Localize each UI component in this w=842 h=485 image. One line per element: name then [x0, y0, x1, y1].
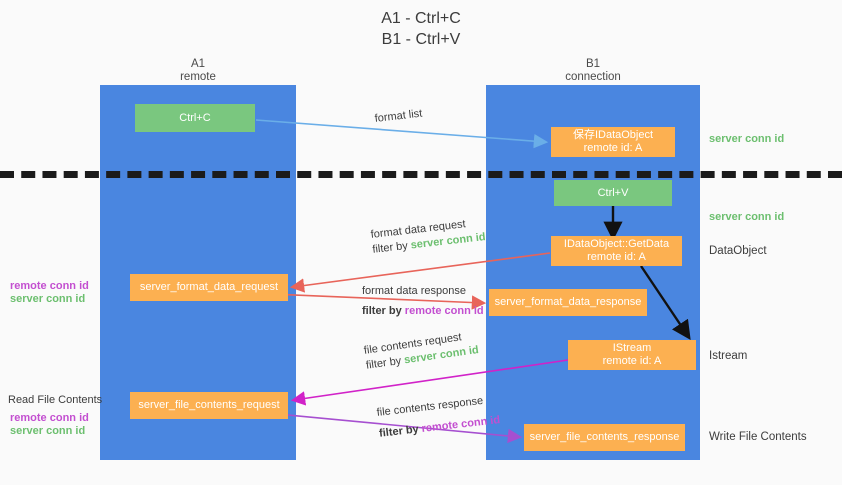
node-idataobject-getdata[interactable]: IDataObject::GetData remote id: A	[551, 236, 682, 266]
column-b1-sub: connection	[565, 71, 621, 83]
title-line-2: B1 - Ctrl+V	[381, 31, 461, 48]
node-istream-sub: remote id: A	[602, 355, 662, 367]
phase-divider	[0, 171, 842, 178]
node-istream[interactable]: IStream remote id: A	[568, 340, 696, 370]
node-server-format-data-response-label: server_format_data_response	[494, 296, 642, 308]
annotation-format-list: format list	[374, 107, 423, 127]
annotation-file-contents-response: file contents response filter by remote …	[376, 392, 501, 442]
column-header-a1: A1 remote	[140, 58, 256, 84]
annotation-format-data-response-line1: format data response	[362, 285, 466, 297]
node-server-file-contents-request[interactable]: server_file_contents_request	[130, 392, 288, 419]
node-save-idataobject-label: 保存IDataObject	[572, 129, 654, 141]
annotation-format-data-response-prefix: filter by	[362, 305, 405, 317]
label-server-conn-id-top: server conn id	[709, 133, 785, 145]
annotation-file-contents-response-prefix: filter by	[378, 423, 423, 440]
label-server-conn-id-mid: server conn id	[709, 211, 785, 223]
annotation-format-data-response-conn: remote conn id	[404, 305, 484, 317]
column-a1-sub: remote	[180, 71, 216, 83]
node-ctrl-v-label: Ctrl+V	[597, 186, 629, 199]
node-server-file-contents-response-label: server_file_contents_response	[529, 431, 680, 443]
node-save-idataobject-sub: remote id: A	[583, 142, 643, 154]
node-server-file-contents-response[interactable]: server_file_contents_response	[524, 424, 685, 451]
annotation-format-data-response-line2: filter by remote conn id	[362, 304, 484, 319]
node-idataobject-getdata-sub: remote id: A	[587, 251, 646, 263]
label-istream: Istream	[709, 350, 748, 362]
label-dataobject: DataObject	[709, 245, 767, 257]
annotation-file-contents-request: file contents request filter by server c…	[363, 328, 480, 374]
node-idataobject-getdata-label: IDataObject::GetData	[563, 238, 670, 250]
annotation-format-data-request-prefix: filter by	[371, 239, 412, 256]
label-write-file-contents: Write File Contents	[709, 431, 807, 443]
column-b1-name: B1	[585, 58, 601, 70]
annotation-format-data-response: format data response filter by remote co…	[362, 284, 484, 319]
node-server-format-data-request-label: server_format_data_request	[139, 281, 279, 293]
node-server-format-data-request[interactable]: server_format_data_request	[130, 274, 288, 301]
page-title: A1 - Ctrl+C B1 - Ctrl+V	[0, 8, 842, 50]
label-left-mid-remote-conn-id: remote conn id	[10, 280, 89, 292]
node-istream-label: IStream	[612, 342, 652, 354]
node-server-format-data-response[interactable]: server_format_data_response	[489, 289, 647, 316]
node-ctrl-c[interactable]: Ctrl+C	[135, 104, 255, 132]
annotation-format-data-request: format data request filter by server con…	[370, 215, 486, 258]
label-read-file-contents: Read File Contents	[8, 394, 103, 406]
annotation-file-contents-request-prefix: filter by	[365, 354, 406, 372]
node-ctrl-c-label: Ctrl+C	[179, 111, 211, 124]
title-line-1: A1 - Ctrl+C	[381, 10, 461, 27]
column-a1-name: A1	[190, 58, 206, 70]
node-save-idataobject[interactable]: 保存IDataObject remote id: A	[551, 127, 675, 157]
node-server-file-contents-request-label: server_file_contents_request	[138, 399, 280, 411]
label-left-mid-server-conn-id: server conn id	[10, 293, 86, 305]
column-header-b1: B1 connection	[535, 58, 651, 84]
label-left-bot-remote-conn-id: remote conn id	[10, 412, 89, 424]
node-ctrl-v[interactable]: Ctrl+V	[554, 180, 672, 206]
label-left-bot-server-conn-id: server conn id	[10, 425, 86, 437]
annotation-format-list-line1: format list	[374, 107, 423, 125]
